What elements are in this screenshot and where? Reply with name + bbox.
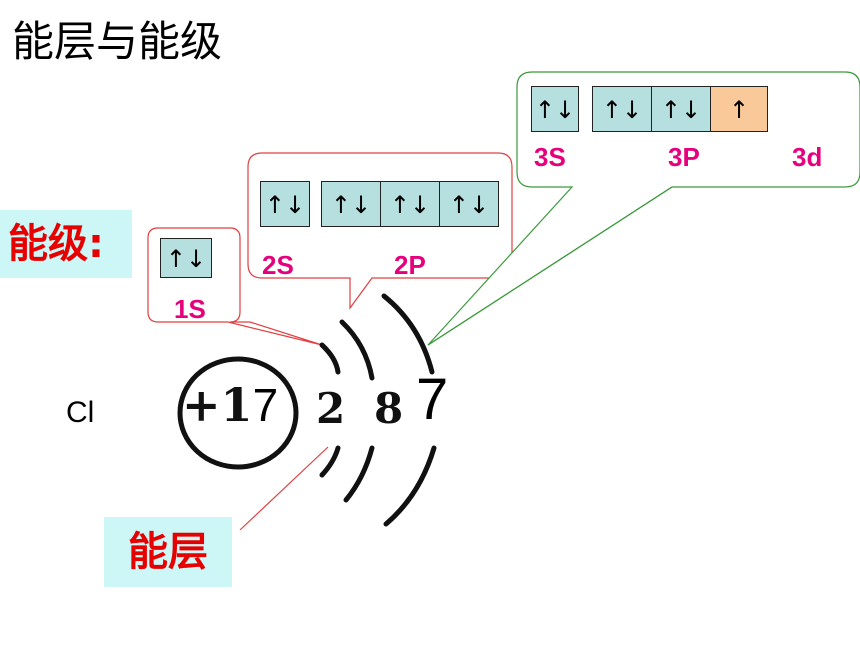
shell-arc-2-bottom	[343, 445, 375, 503]
orbital-box-2p-1: ↑↓	[321, 181, 381, 227]
orbital-box-2s: ↑↓	[260, 181, 310, 227]
orbital-box-3p-3: ↑	[710, 86, 768, 132]
shell-arc-3-bottom	[383, 445, 437, 527]
orbital-label-2p: 2P	[394, 250, 426, 280]
orbital-box-3s: ↑↓	[531, 86, 579, 132]
nucleus-charge: +17	[182, 378, 278, 432]
callout-2s-2p	[247, 152, 513, 310]
shell-count-3: 7	[416, 367, 449, 432]
orbital-label-3s: 3S	[534, 142, 566, 172]
nucleus-circle	[177, 356, 299, 470]
orbital-label-3p: 3P	[668, 142, 700, 172]
shell-count-2: 8	[374, 384, 404, 433]
orbital-box-3p-2: ↑↓	[651, 86, 711, 132]
orbital-box-1s: ↑↓	[160, 238, 212, 278]
orbital-label-1s: 1S	[174, 294, 206, 324]
shell-arc-1-bottom	[319, 445, 341, 478]
orbital-label-2s: 2S	[262, 250, 294, 280]
energy-level-label: 能级:	[0, 210, 132, 278]
page-title: 能层与能级	[12, 17, 223, 66]
orbital-box-2p-2: ↑↓	[380, 181, 440, 227]
shell-arc-2-top	[339, 319, 375, 381]
shell-arc-1-top	[319, 342, 341, 375]
shell-count-1: 2	[316, 384, 346, 433]
orbital-label-3d: 3d	[792, 142, 823, 172]
element-symbol: Cl	[66, 396, 95, 429]
orbital-box-2p-3: ↑↓	[439, 181, 499, 227]
orbital-box-3p-1: ↑↓	[592, 86, 652, 132]
leader-green-line	[427, 186, 673, 346]
energy-shell-label: 能层	[104, 517, 232, 587]
nucleus-suffix: 7	[252, 379, 279, 431]
leader-red-line	[239, 446, 329, 531]
shell-arc-3-top	[381, 293, 435, 375]
nucleus-prefix: +1	[182, 378, 253, 432]
